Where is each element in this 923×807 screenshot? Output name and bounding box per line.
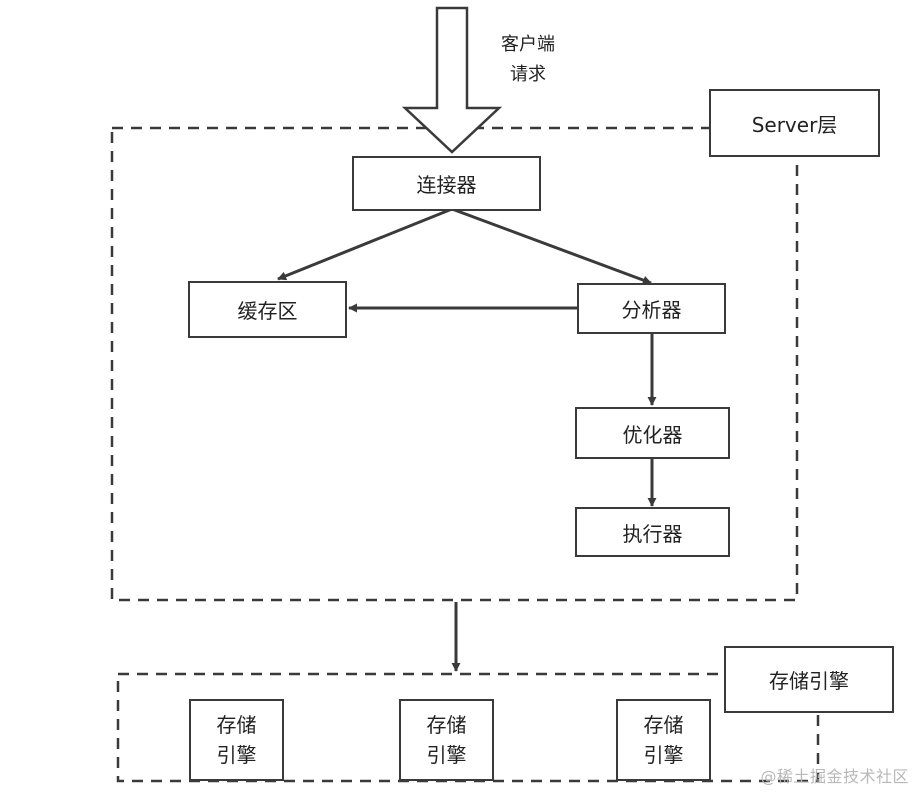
client-request-line1: 客户端 — [501, 34, 555, 55]
node-optimizer: 优化器 — [575, 407, 730, 459]
watermark: @稀土掘金技术社区 — [760, 767, 909, 786]
node-analyzer: 分析器 — [577, 283, 726, 334]
edge-connector-to-analyzer — [451, 207, 652, 285]
node-executor: 执行器 — [575, 507, 730, 557]
storage-engine-line2: 引擎 — [216, 743, 257, 767]
server-layer-label: Server层 — [709, 89, 880, 157]
storage-engine-line1: 存储 — [426, 713, 467, 737]
client-request-line2: 请求 — [510, 64, 546, 85]
storage-engine-node: 存储 引擎 — [399, 699, 494, 781]
storage-engine-line1: 存储 — [216, 713, 257, 737]
storage-engine-line1: 存储 — [643, 713, 684, 737]
storage-engine-line2: 引擎 — [643, 743, 684, 767]
storage-layer-label: 存储引擎 — [724, 646, 894, 713]
node-cache: 缓存区 — [188, 281, 347, 338]
edge-connector-to-cache — [277, 207, 453, 281]
storage-layer-frame — [116, 672, 820, 783]
storage-engine-line2: 引擎 — [426, 743, 467, 767]
client-request-label: 客户端 请求 — [488, 30, 568, 90]
node-connector: 连接器 — [352, 156, 541, 211]
client-request-arrow — [401, 6, 503, 154]
storage-engine-node: 存储 引擎 — [616, 699, 711, 781]
storage-engine-node: 存储 引擎 — [189, 699, 284, 781]
